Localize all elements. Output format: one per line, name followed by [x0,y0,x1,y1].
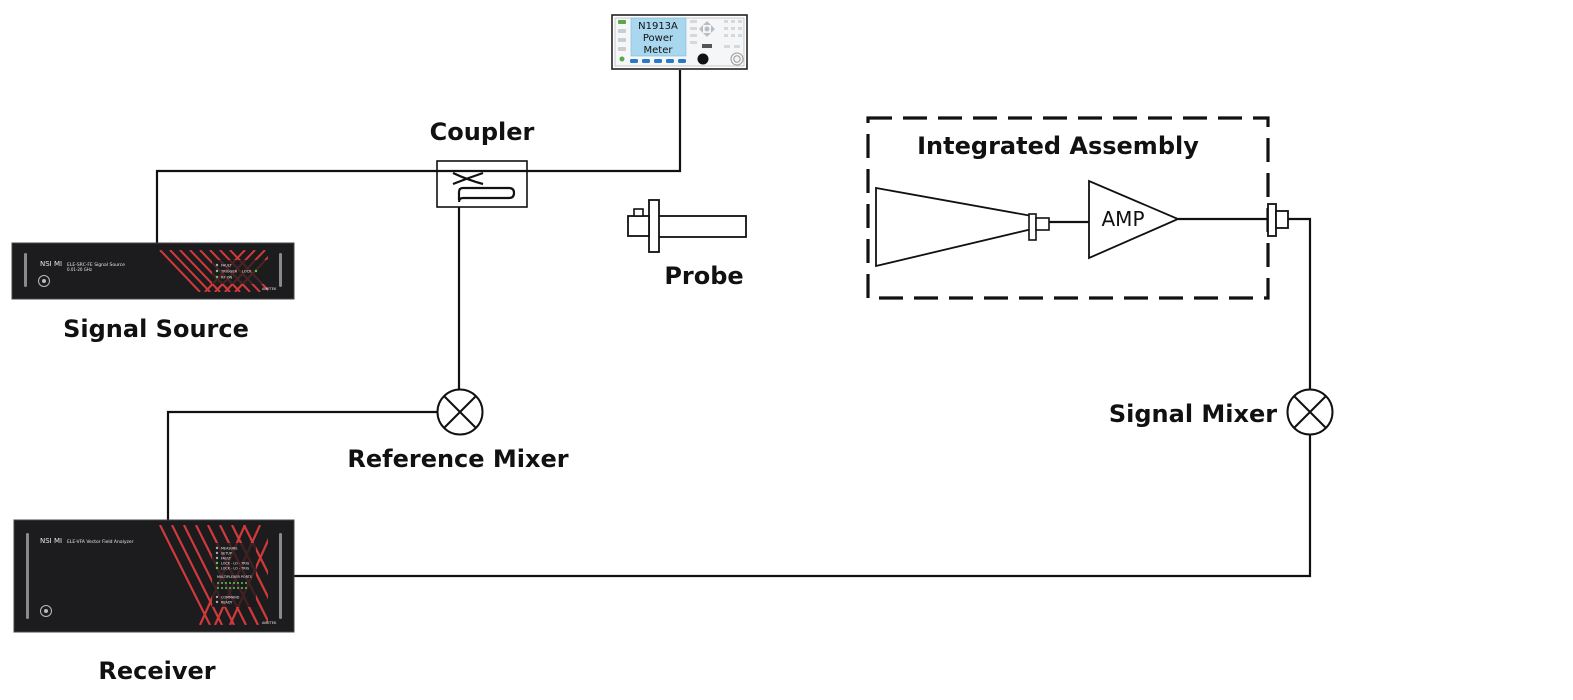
signal-mixer-label: Signal Mixer [1109,400,1277,428]
receiver-brand: NSI MI [40,537,62,545]
integrated-assembly: Integrated Assembly AMP [866,116,1289,300]
source-maker: AMETEK [262,287,277,291]
receiver-title: ELE-VFA Vector Field Analyzer [67,539,134,545]
wiring [155,70,1312,578]
receiver-label: Receiver [98,657,215,685]
horn-antenna [875,186,1033,268]
receiver-status-label: COMMAND [221,596,240,600]
power-meter: N1913A Power Meter [611,14,748,70]
coupler-label: Coupler [430,118,535,146]
wire-coupler-to-power-meter [527,70,682,173]
source-title: ELE-SRC-FE Signal Source [67,262,125,268]
receiver-indicator-label: LOCK - LO - TRIG [221,567,250,571]
source-indicators: FAULT TRIGGER RF ON LOCK [215,264,258,280]
wire-signal-mixer-to-receiver [294,435,1312,578]
receiver-indicator-label: MEASURE [221,547,238,551]
receiver-indicators: MEASURE SETUP FAULT LOCK - LO - TRIG LOC… [215,547,250,571]
power-meter-screen [630,17,687,57]
wire-source-to-coupler [155,169,437,244]
receiver-status-label: READY [221,601,233,605]
source-left-handle [24,253,27,287]
output-connector-flange [1267,203,1277,237]
receiver-port-leds [217,582,247,589]
amplifier [1088,179,1181,260]
source-power-button[interactable] [38,275,50,287]
receiver-unit: NSI MI ELE-VFA Vector Field Analyzer MEA… [13,519,295,685]
source-red-stripes [159,250,268,292]
power-meter-knob [697,53,709,65]
amplifier-label: AMP [1102,207,1145,231]
receiver-indicator-label: LOCK - LO - TRIG [221,562,250,566]
signal-source-label: Signal Source [63,315,249,343]
receiver-right-handle [279,533,282,619]
receiver-maker: AMETEK [262,621,277,625]
source-right-handle [279,253,282,287]
reference-mixer-label: Reference Mixer [347,445,568,473]
integrated-assembly-label: Integrated Assembly [917,132,1199,160]
power-meter-line3: Meter [644,45,674,56]
receiver-left-handle [26,533,29,619]
signal-source-unit: NSI MI ELE-SRC-FE Signal Source 0.01-20 … [11,242,295,343]
power-meter-softkeys [630,59,686,63]
signal-mixer: Signal Mixer [1109,388,1334,436]
source-indicator-label: RF ON [221,276,233,280]
receiver-power-button[interactable] [40,605,52,617]
probe: Probe [627,199,747,290]
receiver-ports-title: MULTIPLEXER PORTS [217,575,252,579]
coupler: Coupler [430,118,535,208]
reference-mixer: Reference Mixer [347,388,569,473]
source-brand: NSI MI [40,260,62,268]
output-connector [1275,210,1289,229]
receiver-indicator-label: SETUP [221,552,232,556]
wire-reference-mixer-to-receiver [166,410,437,520]
power-meter-model: N1913A [638,21,678,32]
horn-connector-flange [1028,213,1037,241]
wire-connector-to-signal-mixer [1288,217,1312,389]
receiver-indicator-label: FAULT [221,557,232,561]
power-meter-line2: Power [643,33,674,44]
source-subtitle: 0.01-20 GHz [67,267,92,272]
source-lock-label: LOCK [242,270,252,274]
power-meter-arrow-pad [699,21,715,37]
source-indicator-label: FAULT [221,264,232,268]
source-indicator-label: TRIGGER [220,270,238,274]
horn-connector [1035,217,1050,231]
probe-label: Probe [664,262,743,290]
